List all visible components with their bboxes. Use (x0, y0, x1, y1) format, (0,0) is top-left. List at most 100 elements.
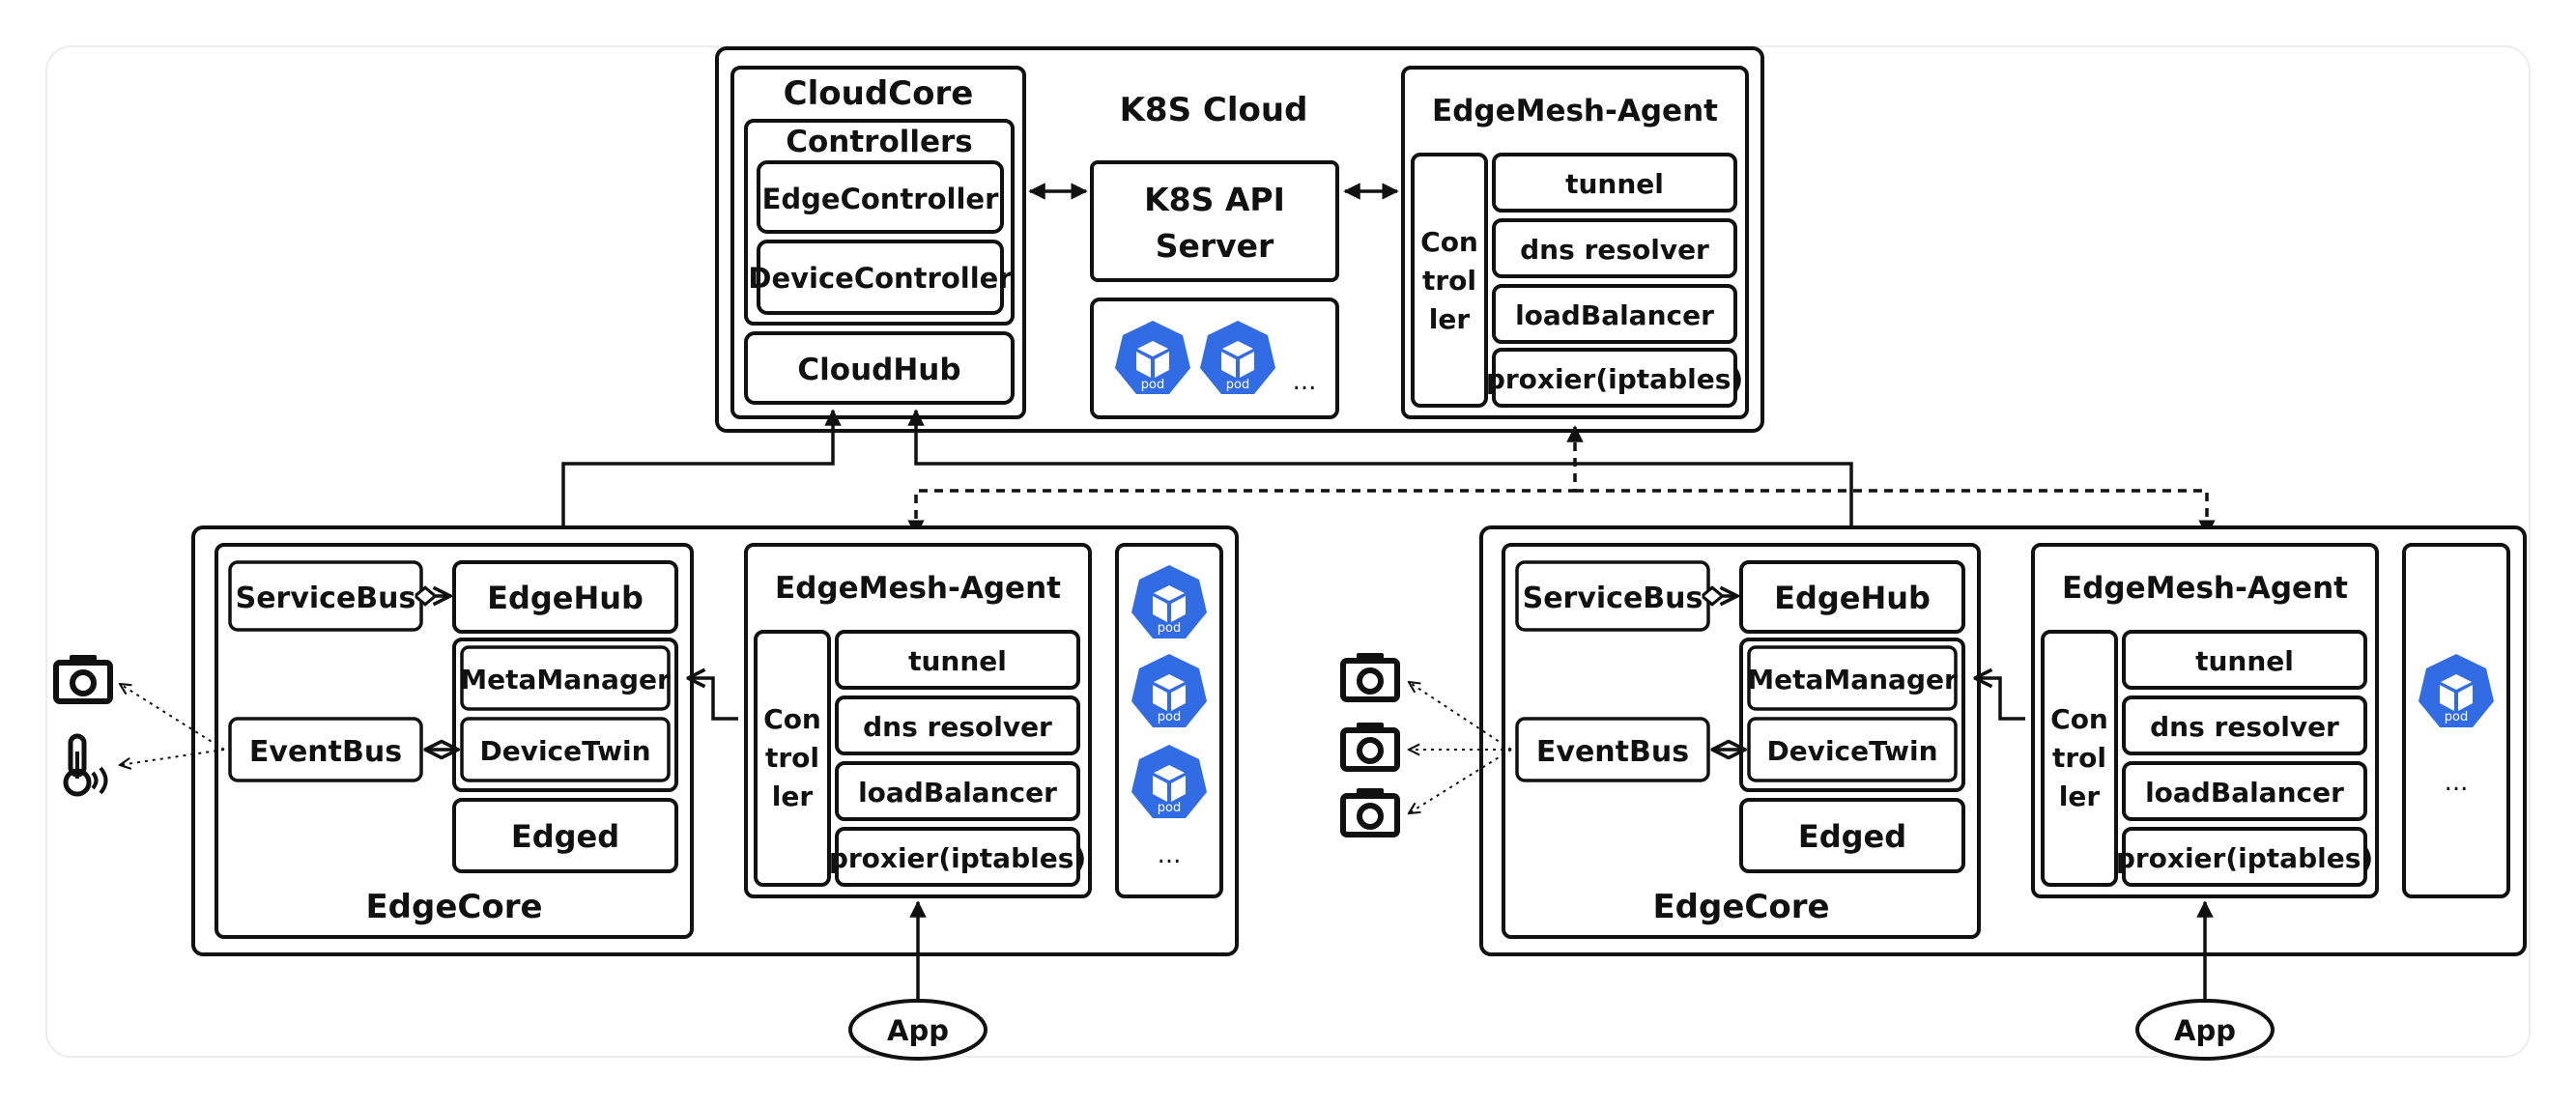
edgemesh-1-dns-box (835, 695, 1080, 755)
cloudcore: CloudCore Controllers EdgeController Dev… (730, 66, 1026, 419)
svg-text:pod: pod (2445, 710, 2468, 724)
svg-text:EdgeMesh-Agent: EdgeMesh-Agent (775, 571, 1061, 606)
svg-text:dns resolver: dns resolver (863, 711, 1052, 743)
svg-text:ServiceBus: ServiceBus (236, 582, 416, 615)
k8s-api-server-line2: Server (1156, 227, 1274, 265)
app-1-label: App (887, 1014, 949, 1047)
cloud-edgemesh-controller-box (1411, 153, 1488, 408)
edge-2-pods-more: ... (2445, 768, 2469, 797)
cloudhub-box (744, 331, 1015, 405)
svg-text:tunnel: tunnel (2195, 645, 2294, 677)
cloudhub-label: CloudHub (797, 353, 960, 387)
edgemesh-1-proxier-box (835, 827, 1080, 887)
metamanager-2-box (1747, 645, 1958, 711)
edgemesh-2-controller-box (2041, 630, 2118, 887)
svg-text:proxier(iptables): proxier(iptables) (1486, 363, 1743, 395)
svg-text:DeviceTwin: DeviceTwin (479, 735, 650, 767)
eventbus-camera-2a-link (1409, 682, 1512, 751)
cloud-dns-resolver-box (1492, 218, 1737, 278)
svg-text:EventBus: EventBus (249, 735, 402, 769)
svg-text:loadBalancer: loadBalancer (858, 777, 1057, 809)
svg-text:tunnel: tunnel (908, 645, 1007, 677)
svg-text:trol: trol (2052, 742, 2106, 774)
svg-text:loadBalancer: loadBalancer (1515, 299, 1714, 331)
k8s-cloud: K8S Cloud CloudCore Controllers EdgeCont… (715, 46, 1764, 433)
camera-icon (56, 655, 110, 701)
svg-text:MetaManager: MetaManager (1747, 664, 1958, 695)
edged-1-box (452, 798, 678, 873)
pod-icon: pod (1131, 745, 1207, 818)
cloud-edgemesh-title: EdgeMesh-Agent (1432, 94, 1718, 128)
svg-text:Con: Con (2050, 703, 2108, 735)
thermometer-icon (66, 736, 106, 794)
edgemesh-2-lb-box (2122, 761, 2367, 821)
metamanager-1-box (460, 645, 671, 711)
svg-text:trol: trol (1422, 265, 1476, 297)
cloud-tunnel-box (1492, 153, 1737, 213)
k8s-api-server-line1: K8S API (1144, 181, 1285, 218)
edged-2-box (1739, 798, 1965, 873)
edgecontroller-label: EdgeController (762, 183, 999, 215)
k8s-cloud-title: K8S Cloud (1120, 91, 1308, 129)
svg-text:EdgeHub: EdgeHub (1774, 580, 1931, 616)
svg-text:DeviceTwin: DeviceTwin (1766, 735, 1937, 767)
edgecore-1-title: EdgeCore (365, 888, 542, 926)
cloud-edge-connectors (555, 409, 2216, 554)
camera-icon (1343, 788, 1397, 835)
edgemesh-2-tunnel-box (2122, 630, 2367, 690)
edge-node-1: EdgeCore ServiceBus EdgeHub MetaManager … (56, 525, 1239, 1061)
svg-text:MetaManager: MetaManager (460, 664, 671, 695)
svg-text:pod: pod (1158, 710, 1181, 724)
svg-text:dns resolver: dns resolver (2150, 711, 2339, 743)
svg-text:pod: pod (1158, 621, 1181, 636)
app-2-ellipse (2135, 999, 2275, 1061)
edgecore-2-title: EdgeCore (1652, 888, 1829, 926)
eventbus-2-box (1515, 717, 1710, 782)
svg-text:Edged: Edged (511, 818, 619, 855)
svg-text:Con: Con (763, 703, 821, 735)
svg-text:EventBus: EventBus (1536, 735, 1689, 769)
devicecontroller-label: DeviceController (748, 262, 1013, 295)
svg-text:pod: pod (1226, 378, 1249, 392)
edgemesh-2-proxier-box (2122, 827, 2367, 887)
app-2-label: App (2174, 1014, 2236, 1047)
svg-text:proxier(iptables): proxier(iptables) (2116, 842, 2373, 874)
eventbus-thermometer-1-link (120, 749, 225, 765)
eventbus-1-box (228, 717, 423, 782)
edgemesh-metamanager-1-link (688, 678, 738, 721)
edgehub-2-box (1739, 560, 1965, 634)
pod-icon: pod (1115, 321, 1190, 394)
app-1-ellipse (848, 999, 987, 1061)
devicetwin-1-box (460, 717, 671, 782)
controllers-title: Controllers (786, 125, 973, 159)
cloud-loadbalancer-box (1492, 284, 1737, 344)
k8s-api-server-box (1090, 160, 1339, 282)
svg-text:tunnel: tunnel (1565, 168, 1664, 200)
svg-text:ServiceBus: ServiceBus (1523, 582, 1703, 615)
svg-text:proxier(iptables): proxier(iptables) (829, 842, 1086, 874)
eventbus-camera-2c-link (1409, 749, 1512, 813)
edgehub-1-box (452, 560, 678, 634)
svg-text:pod: pod (1158, 801, 1181, 815)
edgemesh-2-dns-box (2122, 695, 2367, 755)
cloudcore-title: CloudCore (784, 74, 974, 113)
edgecontroller-box (757, 160, 1004, 234)
edgemesh-1-lb-box (835, 761, 1080, 821)
svg-text:trol: trol (765, 742, 819, 774)
edge-node-2: EdgeCore ServiceBus EdgeHub MetaManager … (1343, 525, 2527, 1061)
svg-text:pod: pod (1141, 378, 1164, 392)
edgemesh-1-controller-box (754, 630, 831, 887)
svg-text:dns resolver: dns resolver (1520, 234, 1709, 266)
pod-icon: pod (2419, 654, 2494, 727)
edgemesh-tunnel-left-line (907, 425, 1584, 537)
camera-icon (1343, 723, 1397, 769)
eventbus-camera-1-link (120, 684, 225, 751)
devicetwin-2-box (1747, 717, 1958, 782)
svg-text:loadBalancer: loadBalancer (2145, 777, 2344, 809)
edgemesh-1-tunnel-box (835, 630, 1080, 690)
pod-icon: pod (1200, 321, 1275, 394)
svg-text:Con: Con (1420, 226, 1478, 258)
svg-text:ler: ler (772, 781, 814, 812)
svg-text:ler: ler (2059, 781, 2101, 812)
